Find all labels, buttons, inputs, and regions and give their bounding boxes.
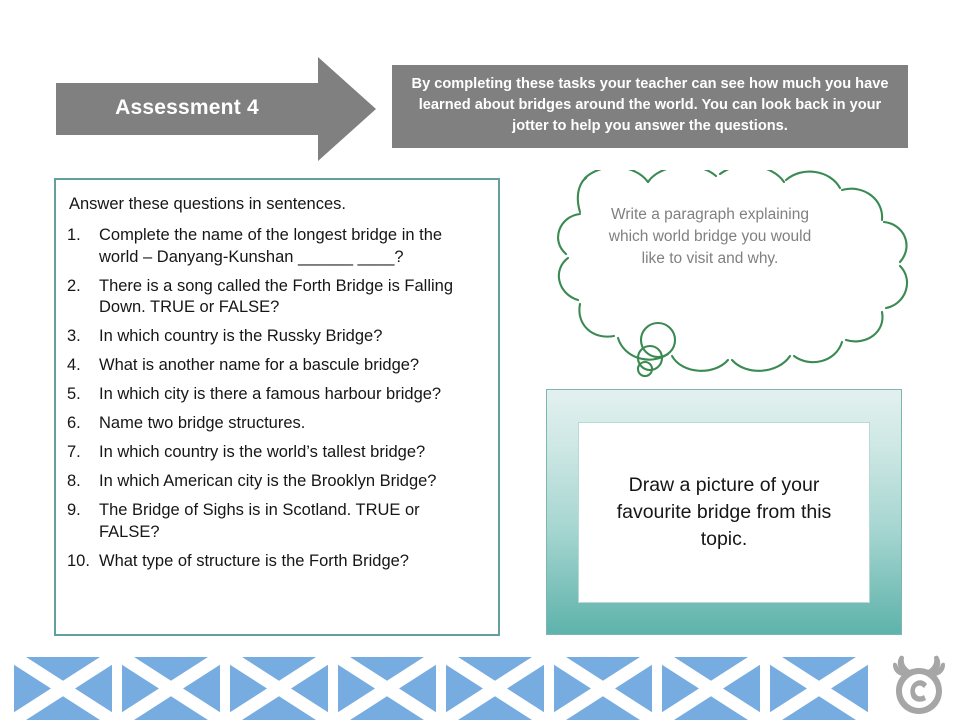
question-number: 6. (67, 414, 81, 433)
scotland-saltire-flag-icon (338, 657, 436, 720)
scotland-saltire-flag-icon (446, 657, 544, 720)
question-number: 4. (67, 356, 81, 375)
copyright-moose-icon (886, 652, 952, 718)
question-number: 8. (67, 472, 81, 491)
draw-picture-box: Draw a picture of your favourite bridge … (546, 389, 902, 635)
question-number: 7. (67, 443, 81, 462)
assessment-arrow-banner (56, 57, 376, 161)
draw-picture-canvas[interactable]: Draw a picture of your favourite bridge … (578, 422, 870, 603)
scotland-saltire-flag-icon (122, 657, 220, 720)
draw-picture-text: Draw a picture of your favourite bridge … (616, 474, 832, 550)
list-item: 8. In which American city is the Brookly… (67, 471, 482, 493)
question-number: 1. (67, 225, 81, 244)
list-item: 1. Complete the name of the longest brid… (67, 225, 482, 269)
questions-panel: Answer these questions in sentences. 1. … (54, 178, 500, 636)
question-text: The Bridge of Sighs is in Scotland. TRUE… (99, 501, 420, 541)
question-text: In which American city is the Brooklyn B… (99, 472, 437, 491)
question-text: What type of structure is the Forth Brid… (99, 551, 409, 570)
list-item: 7. In which country is the world’s talle… (67, 442, 482, 464)
instruction-box: By completing these tasks your teacher c… (392, 65, 908, 148)
question-text: In which country is the world’s tallest … (99, 443, 426, 462)
scotland-saltire-flag-icon (662, 657, 760, 720)
flag-strip (0, 657, 960, 720)
instruction-text: By completing these tasks your teacher c… (411, 75, 889, 135)
scotland-saltire-flag-icon (554, 657, 652, 720)
question-number: 2. (67, 276, 81, 295)
question-text: Complete the name of the longest bridge … (99, 225, 443, 266)
arrow-shape (56, 57, 376, 161)
question-text: What is another name for a bascule bridg… (99, 356, 420, 375)
scotland-saltire-flag-icon (230, 657, 328, 720)
assessment-title: Assessment 4 (115, 96, 259, 119)
questions-intro: Answer these questions in sentences. (69, 195, 346, 213)
list-item: 9. The Bridge of Sighs is in Scotland. T… (67, 500, 482, 544)
question-text: Name two bridge structures. (99, 414, 306, 433)
list-item: 5. In which city is there a famous harbo… (67, 384, 482, 406)
thought-cloud-text: Write a paragraph explaining which world… (608, 206, 812, 267)
scotland-saltire-flag-icon (770, 657, 868, 720)
thought-cloud (530, 170, 930, 390)
thought-cloud-shape (557, 170, 909, 378)
question-number: 10. (67, 551, 90, 570)
list-item: 6. Name two bridge structures. (67, 413, 482, 435)
question-number: 5. (67, 385, 81, 404)
question-text: In which city is there a famous harbour … (99, 385, 442, 404)
question-text: In which country is the Russky Bridge? (99, 327, 383, 346)
list-item: 3. In which country is the Russky Bridge… (67, 326, 482, 348)
question-number: 3. (67, 327, 81, 346)
list-item: 4. What is another name for a bascule br… (67, 355, 482, 377)
list-item: 10. What type of structure is the Forth … (67, 551, 482, 573)
scotland-saltire-flag-icon (14, 657, 112, 720)
list-item: 2. There is a song called the Forth Brid… (67, 276, 482, 320)
question-text: There is a song called the Forth Bridge … (99, 276, 454, 317)
question-number: 9. (67, 501, 81, 519)
questions-list: 1. Complete the name of the longest brid… (67, 225, 482, 573)
